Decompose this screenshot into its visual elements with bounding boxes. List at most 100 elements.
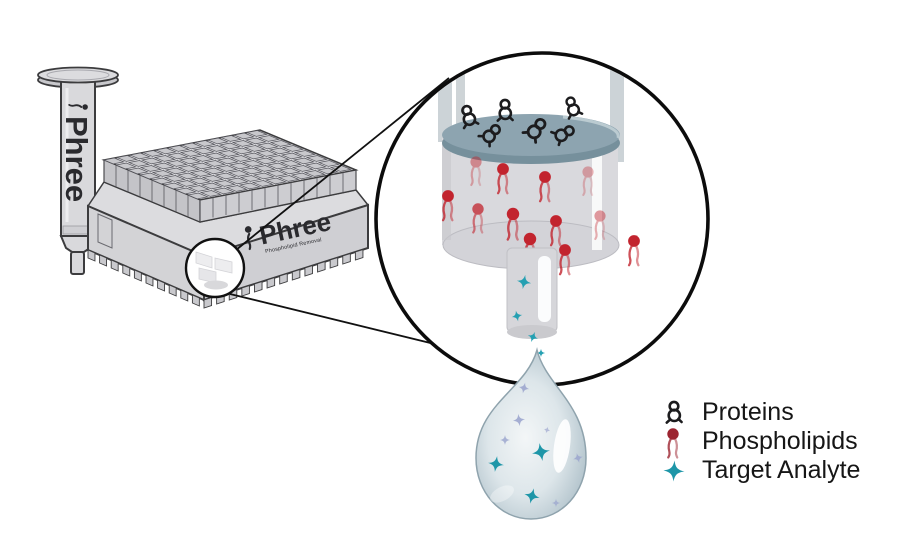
well-cell xyxy=(204,152,227,160)
legend-item-target-analyte: Target Analyte xyxy=(662,456,860,484)
well-cell xyxy=(268,147,291,155)
column-brand-logo: Phree xyxy=(59,103,94,202)
well-cell xyxy=(152,162,175,170)
plate-foot-tooth xyxy=(279,272,288,285)
well-cell xyxy=(266,162,289,170)
well-cell xyxy=(188,177,211,185)
well-cell xyxy=(140,157,163,165)
well-cell xyxy=(190,162,213,170)
well-cell xyxy=(278,167,301,175)
well-cell xyxy=(244,137,267,145)
well-cell xyxy=(141,150,164,157)
well-cell xyxy=(192,147,215,155)
well-cell xyxy=(229,155,252,162)
well-cell xyxy=(216,157,239,165)
well-cell xyxy=(202,167,225,175)
well-cell xyxy=(178,157,201,165)
well-cell xyxy=(254,157,277,165)
well-cell xyxy=(231,140,254,147)
well-cell xyxy=(256,142,279,150)
well-cell xyxy=(329,165,352,172)
callout-circle xyxy=(184,237,246,299)
well-cell xyxy=(257,135,280,142)
well-cell xyxy=(251,180,274,187)
well-cell xyxy=(165,160,188,167)
plate-foot-tooth xyxy=(266,276,276,289)
plate-foot-tooth xyxy=(99,254,108,267)
well-cell xyxy=(186,192,209,200)
legend-item-proteins: Proteins xyxy=(665,398,794,426)
well-cell xyxy=(239,175,262,182)
well-cell xyxy=(115,155,138,162)
well-cell xyxy=(215,165,238,172)
well-cell xyxy=(206,137,229,145)
outlet-tube-tip xyxy=(507,325,557,339)
well-cell xyxy=(265,170,288,177)
plate-foot-tooth xyxy=(317,260,326,273)
well-cell xyxy=(252,172,275,180)
legend-item-phospholipids: Phospholipids xyxy=(666,427,858,459)
droplet-body xyxy=(475,347,587,520)
column-tip xyxy=(70,251,85,275)
well-cell xyxy=(205,145,228,152)
well-cell xyxy=(227,170,250,177)
well-cell xyxy=(193,140,216,147)
well-cell xyxy=(218,142,241,150)
plate-foot-tooth xyxy=(203,296,213,309)
plate-foot-tooth xyxy=(329,256,339,269)
legend-label: Phospholipids xyxy=(702,427,858,455)
plate-foot-tooth xyxy=(168,284,177,297)
plate-foot-tooth xyxy=(354,248,364,261)
legend-label: Proteins xyxy=(702,398,794,426)
well-cell xyxy=(176,172,199,180)
well-cell xyxy=(303,170,326,177)
well-cell xyxy=(180,142,203,150)
eluate-droplet xyxy=(475,347,587,520)
well-cell xyxy=(213,180,236,187)
plate-side-notch xyxy=(97,213,113,249)
well-cell xyxy=(114,162,137,170)
well-cell xyxy=(240,167,263,175)
well-cell xyxy=(163,175,186,182)
callout-line-top xyxy=(235,77,450,251)
plate-foot-tooth xyxy=(342,252,351,265)
plate-foot-tooth xyxy=(122,264,131,277)
well-cell xyxy=(241,160,264,167)
well-cell xyxy=(179,150,202,157)
well-cell xyxy=(138,172,161,180)
well-cell xyxy=(253,165,276,172)
legend: Proteins Phospholipids Target Analyte xyxy=(662,398,860,484)
plate-foot-tooth xyxy=(291,268,301,281)
well-cell xyxy=(212,187,235,195)
well-cell xyxy=(128,152,151,160)
well-cell xyxy=(214,172,237,180)
well-cell xyxy=(291,165,314,172)
droplet-highlight xyxy=(553,419,571,473)
well-cell xyxy=(166,152,189,160)
plate-foot-tooth xyxy=(133,269,142,282)
well-cell xyxy=(153,155,176,162)
well-cell xyxy=(177,165,200,172)
column-brand-text: Phree xyxy=(59,116,94,202)
well-cell xyxy=(277,175,300,182)
well-cell xyxy=(228,162,251,170)
magnified-well-view xyxy=(374,51,710,387)
well-cell xyxy=(305,155,328,162)
well-cell xyxy=(199,190,222,197)
phospholipid-icon xyxy=(666,427,680,459)
plate-foot-tooth xyxy=(157,279,166,292)
well-cell xyxy=(279,160,302,167)
plate-foot-tooth xyxy=(191,294,200,307)
legend-label: Target Analyte xyxy=(702,456,860,484)
plate-foot-tooth xyxy=(110,259,119,272)
well-cell xyxy=(200,182,223,190)
plate-foot-tooth xyxy=(241,284,250,297)
well-cell xyxy=(293,150,316,157)
well-cell xyxy=(187,185,210,192)
well-cell xyxy=(164,167,187,175)
well-cell xyxy=(304,162,327,170)
well-cell xyxy=(219,135,242,142)
well-grid xyxy=(102,130,352,200)
well-cell xyxy=(280,152,303,160)
